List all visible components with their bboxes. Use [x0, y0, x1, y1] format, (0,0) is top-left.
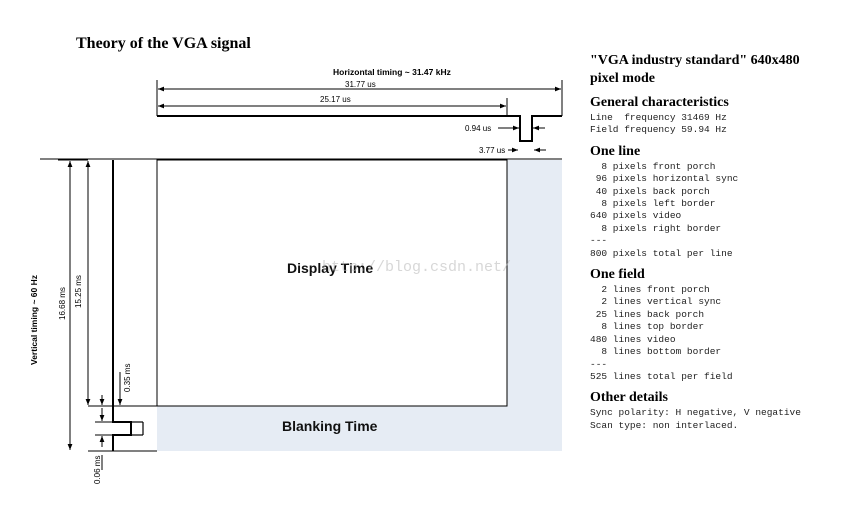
list-item: 8 pixels front porch — [590, 160, 716, 172]
one-line-list: 8 pixels front porch 96 pixels horizonta… — [590, 161, 852, 260]
display-area — [156, 159, 508, 407]
v-sync-label: 0.06 ms — [93, 456, 102, 484]
h-total-label: 31.77 us — [345, 80, 376, 89]
list-item: 40 pixels back porch — [590, 185, 710, 197]
list-item: 96 pixels horizontal sync — [590, 173, 739, 185]
list-item: 25 lines back porch — [590, 308, 705, 320]
list-item: Field frequency 59.94 Hz — [590, 124, 727, 136]
one-field-list: 2 lines front porch 2 lines vertical syn… — [590, 284, 852, 383]
other-details-heading: Other details — [590, 390, 668, 406]
list-item: 480 lines video — [590, 333, 676, 345]
list-item: 2 lines front porch — [590, 284, 710, 296]
h-video-label: 25.17 us — [320, 95, 351, 104]
h-backporch-label: 3.77 us — [479, 146, 505, 155]
list-item: 8 pixels right border — [590, 222, 722, 234]
list-item: --- — [590, 235, 608, 247]
v-video-label: 15.25 ms — [74, 275, 83, 308]
list-item: Line frequency 31469 Hz — [590, 112, 727, 123]
display-time-label: Display Time — [287, 260, 373, 276]
list-item: Scan type: non interlaced. — [590, 419, 739, 431]
list-item: 2 lines vertical sync — [590, 296, 722, 308]
blanking-time-label: Blanking Time — [282, 418, 378, 434]
spec-panel: "VGA industry standard" 640x480 pixel mo… — [590, 52, 852, 432]
blanking-region — [157, 160, 562, 451]
list-item: 800 pixels total per line — [590, 247, 733, 259]
list-item: 640 pixels video — [590, 210, 682, 222]
v-backporch-label: 0.35 ms — [123, 364, 132, 392]
one-line-heading: One line — [590, 143, 641, 159]
page-title: Theory of the VGA signal — [76, 35, 251, 52]
list-item: 525 lines total per field — [590, 370, 733, 382]
general-heading: General characteristics — [590, 95, 729, 110]
other-details-list: Sync polarity: H negative, V negative Sc… — [590, 407, 852, 432]
list-item: --- — [590, 358, 608, 370]
vertical-timing-title: Vertical timing ~ 60 Hz — [29, 275, 39, 365]
one-field-heading: One field — [590, 267, 645, 283]
general-list: Line frequency 31469 Hz Field frequency … — [590, 112, 852, 137]
vertical-sync-waveform — [112, 160, 132, 451]
watermark-text: http://blog.csdn.net/ — [322, 259, 511, 276]
list-item: 8 pixels left border — [590, 198, 716, 210]
spec-title-line1: "VGA industry standard" 640x480 — [590, 53, 800, 68]
v-total-label: 16.68 ms — [58, 287, 67, 320]
h-sync-label: 0.94 us — [465, 124, 491, 133]
spec-title-line2: pixel mode — [590, 71, 655, 86]
list-item: Sync polarity: H negative, V negative — [590, 407, 801, 419]
horizontal-timing-title: Horizontal timing ~ 31.47 kHz — [333, 67, 451, 77]
list-item: 8 lines bottom border — [590, 346, 722, 358]
horizontal-sync-waveform — [157, 115, 562, 142]
list-item: 8 lines top border — [590, 321, 705, 333]
